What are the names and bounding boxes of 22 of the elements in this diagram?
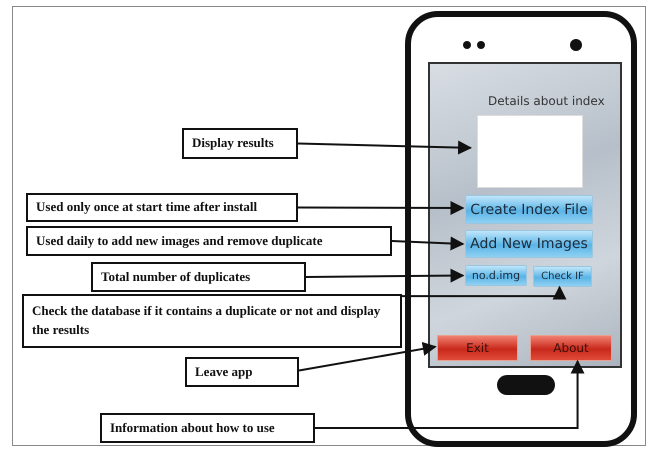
arrow: [392, 236, 464, 250]
callout-box: Total number of duplicates: [91, 262, 306, 292]
check-button: Check IF: [533, 266, 592, 287]
callout-box: Check the database if it contains a duplicate or not and display the results: [22, 294, 402, 348]
screen-heading: Details about index: [488, 94, 605, 108]
callout-box: Leave app: [185, 357, 299, 387]
arrow: [315, 360, 585, 429]
results-display-area: [477, 115, 583, 188]
arrow: [306, 268, 465, 283]
arrow: [298, 342, 437, 372]
arrow: [402, 286, 567, 300]
duplicate-count-field: no.d.img: [465, 265, 527, 286]
add-images-button: Add New Images: [465, 230, 593, 258]
callout-box: Used daily to add new images and remove duplicate: [26, 226, 392, 256]
about-button: About: [530, 335, 612, 361]
arrow: [298, 140, 472, 155]
arrow: [298, 201, 464, 215]
callout-box: Used only once at start time after install: [26, 193, 298, 222]
exit-button: Exit: [437, 335, 518, 361]
create-index-button: Create Index File: [465, 195, 593, 224]
callout-box: Display results: [182, 128, 298, 159]
callout-box: Information about how to use: [100, 413, 315, 443]
